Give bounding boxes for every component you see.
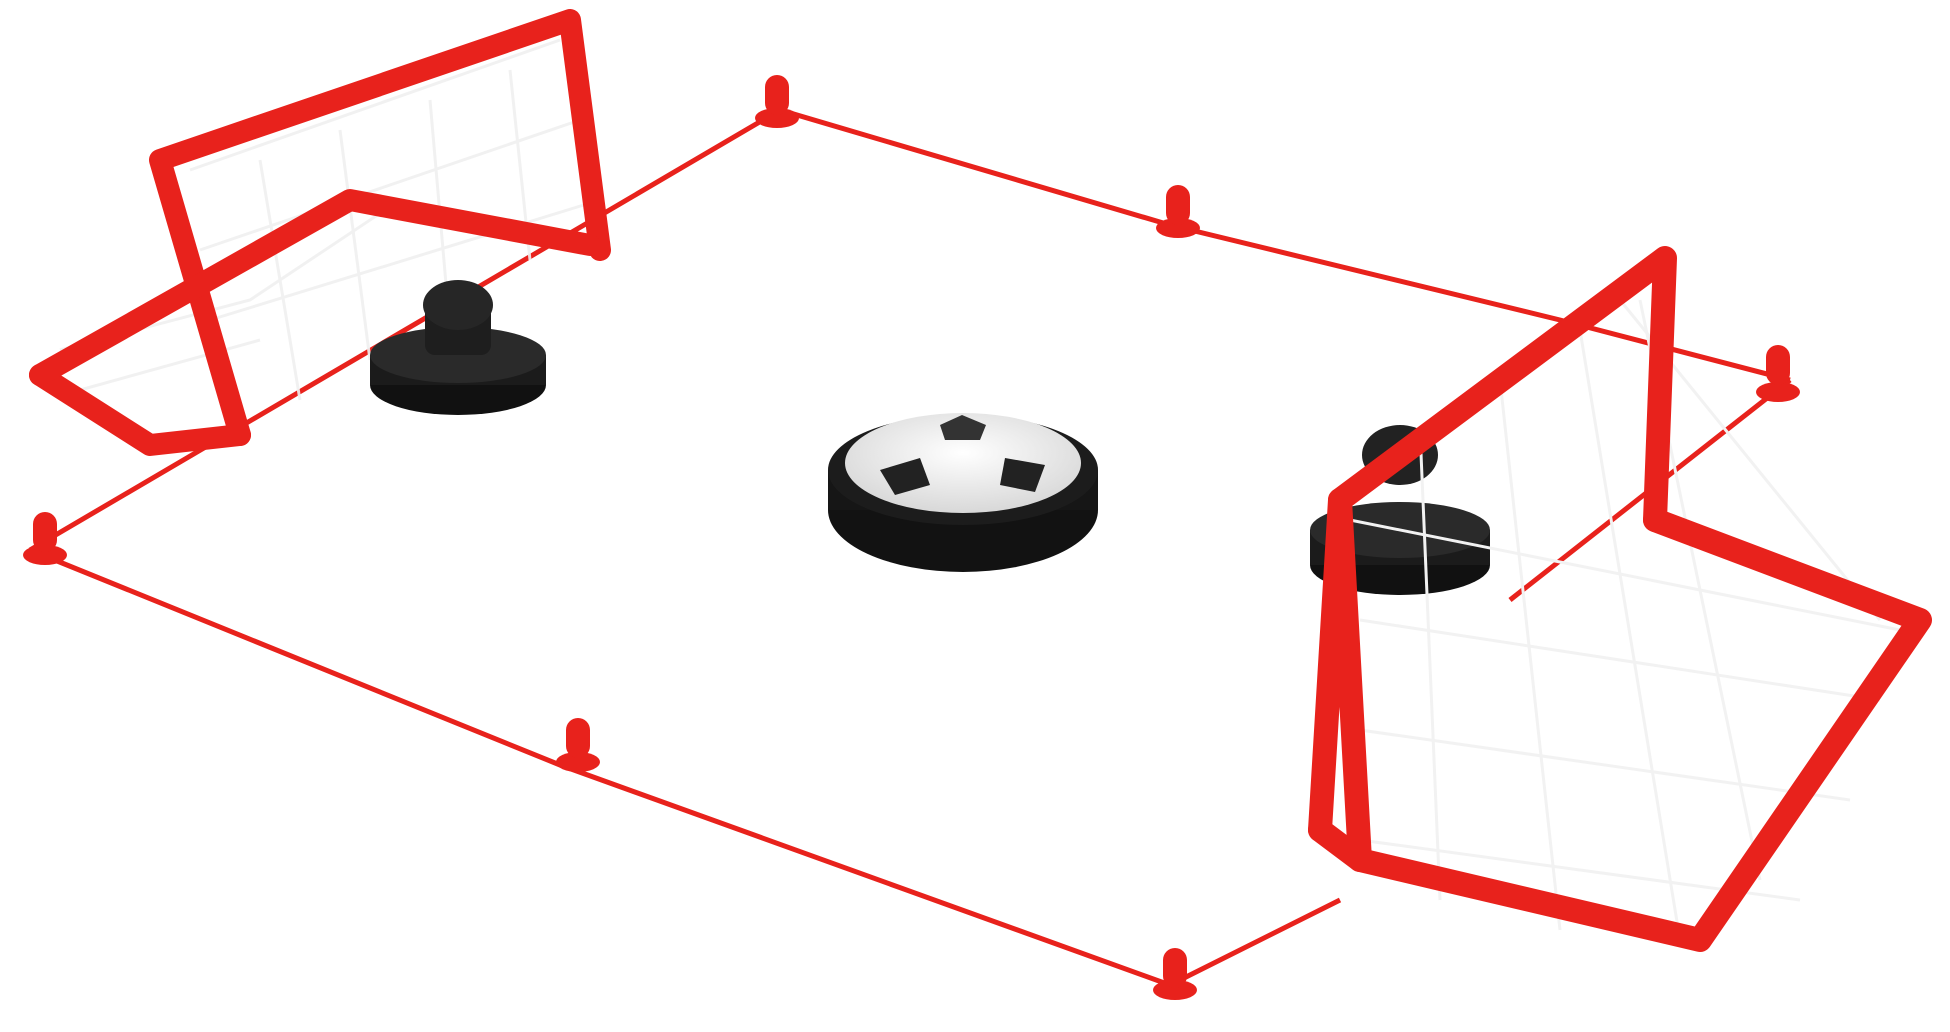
hover-ball: [828, 413, 1098, 572]
left-goal: [29, 9, 611, 456]
peg-icon: [1153, 948, 1197, 1000]
right-goal: [1308, 246, 1932, 952]
corner-pegs: [23, 75, 1800, 1000]
peg-icon: [1156, 185, 1200, 238]
peg-icon: [556, 718, 600, 772]
peg-icon: [755, 75, 799, 128]
peg-icon: [23, 512, 67, 565]
left-striker: [370, 280, 546, 415]
peg-icon: [1756, 345, 1800, 402]
